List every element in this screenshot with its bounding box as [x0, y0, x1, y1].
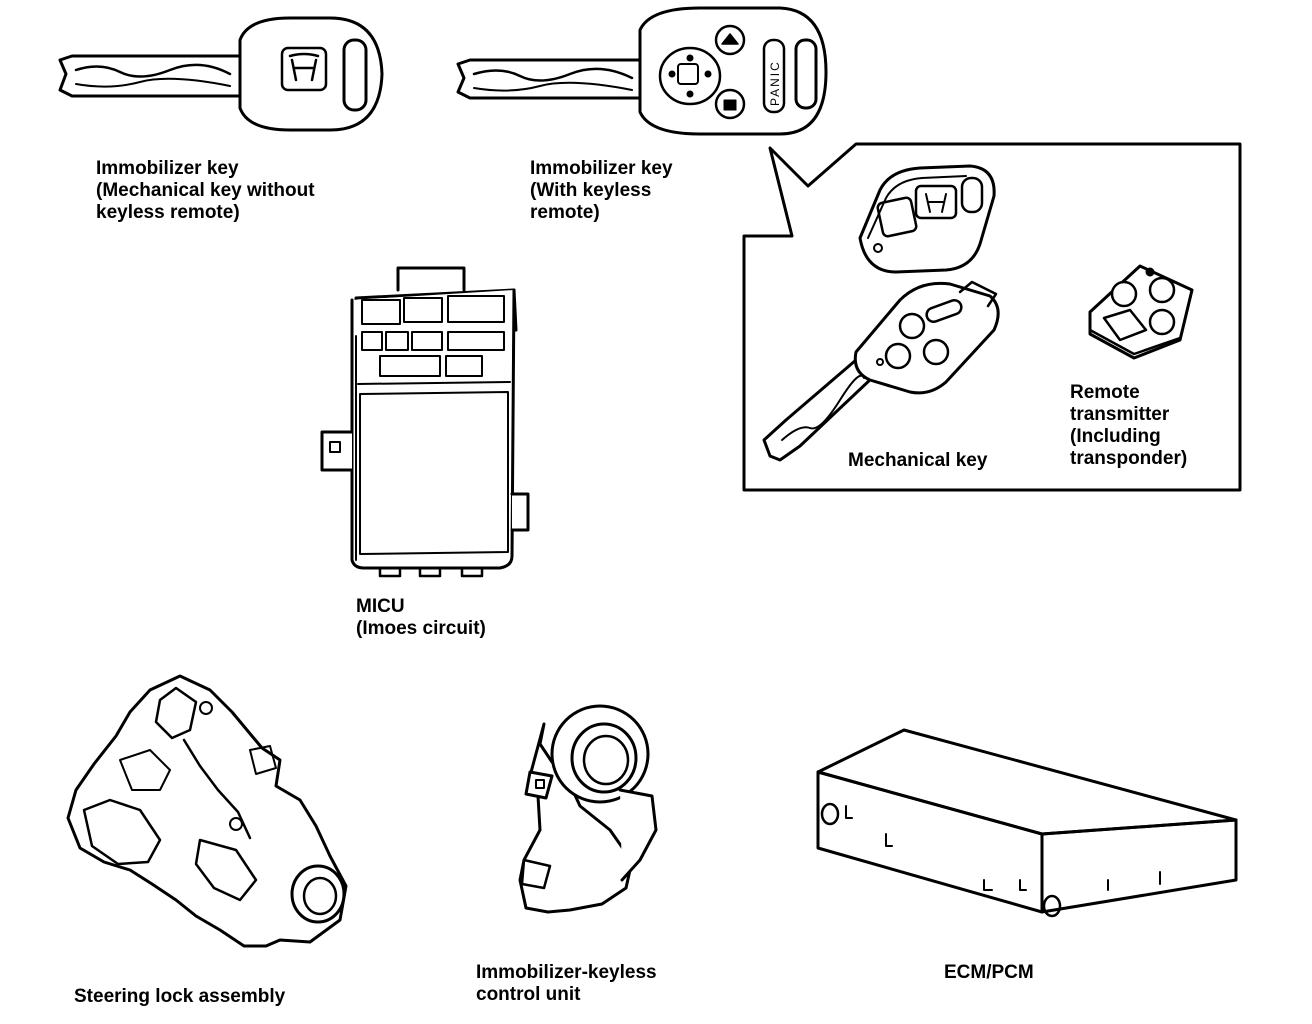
- immobilizer-key-remote-illustration: PANIC: [456, 6, 828, 136]
- immobilizer-keyless-unit-illustration: [518, 704, 658, 914]
- label-immobilizer-key-remote: Immobilizer key (With keyless remote): [530, 158, 673, 223]
- label-immobilizer-key-mechanical: Immobilizer key (Mechanical key without …: [96, 158, 315, 223]
- remote-cover-illustration: [858, 164, 996, 274]
- label-ecm-pcm: ECM/PCM: [944, 962, 1034, 983]
- honda-logo-icon: [288, 52, 320, 82]
- steering-lock-illustration: [66, 674, 348, 948]
- label-remote-transmitter: Remote transmitter (Including transponde…: [1070, 382, 1188, 469]
- immobilizer-key-mechanical-illustration: [58, 16, 384, 132]
- label-mechanical-key: Mechanical key: [848, 450, 988, 471]
- honda-logo-icon: [925, 193, 947, 213]
- label-micu: MICU (Imoes circuit): [356, 596, 486, 639]
- remote-transmitter-illustration: [1088, 264, 1194, 360]
- mechanical-key-illustration: [762, 280, 1000, 462]
- trunk-icon: [721, 33, 739, 45]
- ecm-pcm-illustration: [816, 728, 1238, 918]
- panic-button-label: PANIC: [768, 60, 782, 106]
- label-immobilizer-keyless-unit: Immobilizer-keyless control unit: [476, 962, 657, 1005]
- lock-icon: [723, 99, 737, 111]
- micu-illustration: [320, 266, 530, 578]
- label-steering-lock: Steering lock assembly: [74, 986, 286, 1007]
